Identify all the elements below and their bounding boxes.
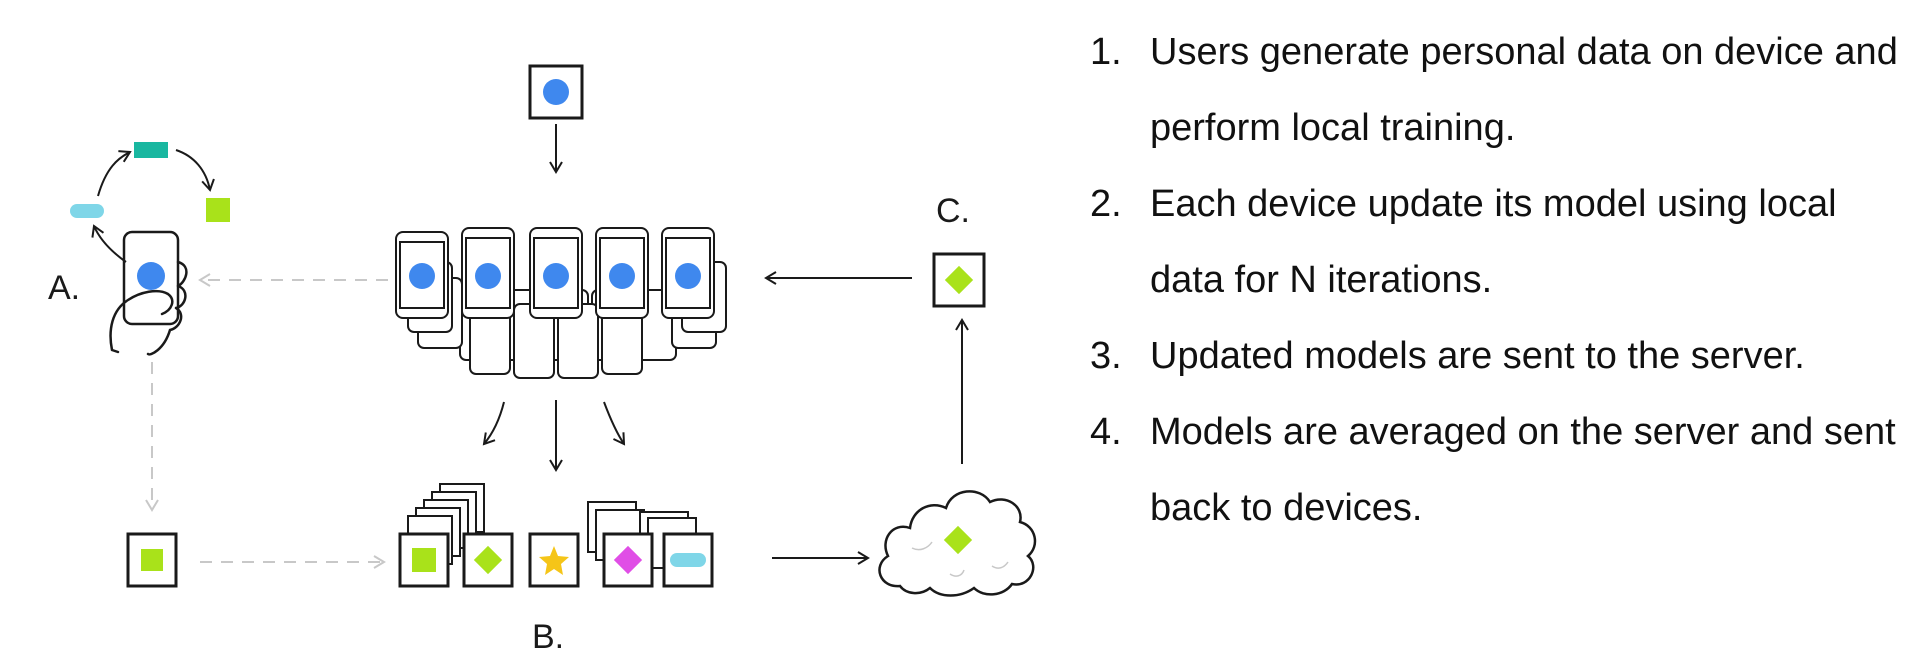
step-number: 3. [1090,335,1122,377]
step-item: 4. Models are averaged on the server and … [1090,394,1910,546]
phone-icon [529,227,583,319]
update-square [662,532,714,588]
step-number: 4. [1090,411,1122,453]
step-text: Models are averaged on the server and se… [1150,411,1896,529]
phone-icon [461,227,515,319]
averaged-model [932,252,986,308]
pill-icon [670,553,706,567]
phone-icon [661,227,715,319]
model-square-icon [412,548,436,572]
pill-icon [70,204,104,218]
step-item: 3. Updated models are sent to the server. [1090,318,1910,394]
cloud-icon [878,490,1037,597]
step-text: Users generate personal data on device a… [1150,31,1898,149]
label-a: A. [48,269,80,307]
arrow-down-right [603,401,626,446]
diamond-icon [613,545,643,575]
phone-icon [395,231,449,319]
label-b: B. [532,618,564,656]
arrow-down-left [482,401,505,446]
global-model-top [528,64,584,120]
user-device: A. [48,230,188,356]
star-icon [539,546,569,575]
update-square [398,532,450,588]
diamond-icon [473,545,503,575]
step-text: Each device update its model using local… [1150,183,1837,301]
model-square-icon [141,549,163,571]
model-square-icon [206,198,230,222]
diamond-icon [943,525,973,555]
diamond-icon [944,265,974,295]
circle-icon [543,79,569,105]
phone-icon [595,227,649,319]
teal-block-icon [134,142,168,158]
local-model [126,532,178,588]
label-c: C. [936,192,970,230]
step-number: 1. [1090,31,1122,73]
step-item: 2. Each device update its model using loc… [1090,166,1910,318]
step-number: 2. [1090,183,1122,225]
hand-icon [109,260,188,356]
local-training-loop [70,142,230,263]
step-item: 1. Users generate personal data on device… [1090,14,1910,166]
update-square [528,532,580,588]
step-text: Updated models are sent to the server. [1150,335,1805,377]
steps-list: 1. Users generate personal data on device… [1090,14,1910,546]
federated-learning-diagram: A. [48,64,1037,656]
model-updates [398,483,714,588]
update-square [602,532,654,588]
device-cluster [395,227,727,379]
phone-icon [122,230,180,326]
update-square [462,532,514,588]
